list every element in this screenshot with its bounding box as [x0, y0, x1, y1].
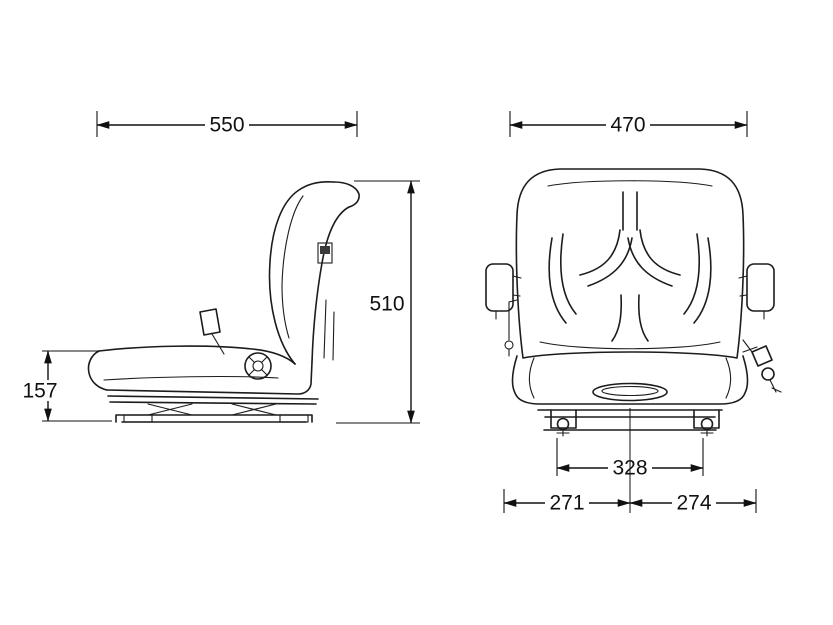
side-base-foot-right: [279, 414, 309, 423]
front-left-bracket-lines: [508, 299, 518, 357]
front-backrest-top-seam: [547, 180, 713, 187]
dim-side-width: 550: [96, 111, 358, 137]
dim-front-right-offset-label-bg: [672, 492, 716, 513]
pattern-right-side-channel: [683, 233, 712, 324]
front-cushion-handle: [592, 382, 668, 402]
front-belt-ring: [761, 367, 775, 381]
front-backrest-outline: [515, 168, 745, 359]
side-base: [107, 395, 319, 423]
side-backrest-front-edge: [268, 180, 335, 365]
side-backrest-inner-contour: [281, 195, 304, 339]
side-lever-stem: [211, 333, 225, 355]
front-armrest-left-mount: [495, 275, 522, 320]
pattern-left-branch: [579, 229, 633, 287]
front-cushion-right-bolster: [725, 357, 732, 399]
side-base-rails: [115, 414, 313, 423]
dim-front-width-label: 470: [610, 114, 645, 137]
pattern-right-branch: [627, 229, 681, 287]
side-view: 550 510 157: [18, 111, 420, 424]
front-armrests: [485, 263, 775, 320]
dim-front-width: 470: [509, 111, 748, 137]
dim-side-width-label-bg: [205, 114, 249, 135]
dim-side-height: 510: [336, 180, 420, 424]
front-backrest-bottom-seam: [539, 341, 721, 350]
side-backrest-label-sticker: [317, 242, 333, 264]
side-base-scissors: [147, 403, 277, 416]
dim-front-left-offset-label-bg: [545, 492, 589, 513]
side-base-foot-left: [123, 414, 153, 423]
side-recline-knob-hub: [252, 360, 264, 372]
front-base-bracket-left: [550, 409, 577, 429]
dim-front-width-label-bg: [606, 114, 650, 135]
side-backrest-top: [333, 181, 360, 208]
side-cushion-seam: [103, 375, 279, 381]
pattern-lower-center-channel: [611, 294, 649, 342]
front-belt-buckle: [751, 345, 773, 367]
front-cushion: [511, 355, 749, 405]
side-cushion-nose: [87, 350, 108, 391]
dim-side-base-height-label: 157: [22, 380, 57, 403]
front-belt-assembly: [742, 339, 782, 393]
dim-front-right-offset-label: 274: [676, 492, 711, 515]
side-cushion: [87, 345, 313, 395]
front-cushion-left-bolster: [528, 357, 535, 399]
front-belt-tail: [769, 379, 782, 393]
side-recline-knob: [244, 352, 272, 380]
front-left-bracket: [504, 299, 518, 357]
side-recline-bracket: [323, 299, 335, 361]
side-recline-knob-spokes: [248, 356, 268, 376]
dim-side-width-label: 550: [209, 114, 244, 137]
dim-side-base-height-label-bg: [18, 380, 62, 401]
side-lever-knob: [199, 308, 221, 336]
dim-side-height-label: 510: [369, 293, 404, 316]
front-bolt-right-stem: [700, 429, 714, 437]
side-view-seat-art: [87, 180, 360, 423]
front-belt-strap: [742, 339, 758, 353]
front-view-seat-art: [485, 168, 782, 437]
side-cushion-bottom: [106, 361, 313, 395]
front-cushion-outline: [511, 355, 749, 405]
side-backrest-label-sticker-glyph: [320, 246, 330, 254]
dim-front-left-offset-label: 271: [549, 492, 584, 515]
front-armrest-right: [746, 263, 775, 312]
dim-side-base-height: 157: [18, 350, 112, 422]
front-base-bracket-right: [693, 409, 720, 429]
front-cushion-handle-inner: [601, 385, 659, 397]
front-view: 470 328 271 274: [485, 111, 782, 515]
side-adjusters: [199, 308, 272, 380]
dim-side-height-label-bg: [366, 293, 408, 314]
side-backrest-back-edge: [311, 206, 350, 363]
front-bolt-left-stem: [556, 429, 570, 437]
side-backrest: [268, 180, 360, 365]
front-armrest-right-mount: [738, 275, 765, 320]
side-base-frame-top: [107, 395, 319, 405]
side-cushion-top: [98, 345, 296, 365]
pattern-left-side-channel: [548, 233, 577, 324]
front-left-bracket-eye: [504, 340, 514, 350]
front-armrest-left: [485, 263, 514, 312]
pattern-center-channel: [622, 191, 638, 231]
dim-front-offsets: 271 274: [503, 408, 757, 515]
front-backrest-pattern: [539, 191, 721, 350]
